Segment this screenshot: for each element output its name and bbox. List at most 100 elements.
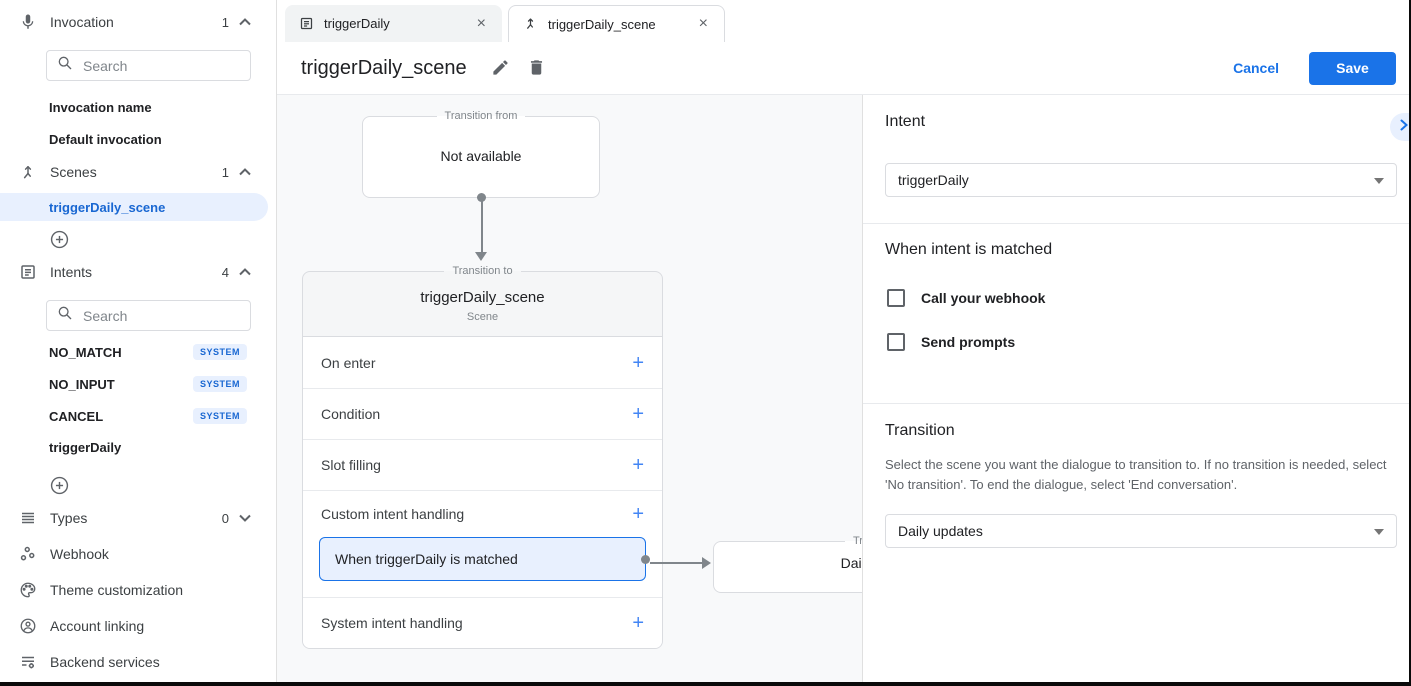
connector-dot <box>641 554 650 564</box>
arrowhead-down-icon <box>475 252 487 261</box>
transition-select[interactable]: Daily updates <box>885 514 1397 548</box>
matched-intent-chip[interactable]: When triggerDaily is matched <box>319 537 650 581</box>
custom-intent-handling-section: Custom intent handling + When triggerDai… <box>303 490 662 581</box>
row-slot-filling[interactable]: Slot filling + <box>303 439 662 490</box>
close-icon[interactable]: × <box>476 14 486 32</box>
sidebar-item-no-match[interactable]: NO_MATCH SYSTEM <box>49 344 247 360</box>
chevron-down-icon[interactable] <box>239 509 251 527</box>
row-system-intent-handling[interactable]: System intent handling + <box>303 597 662 648</box>
transition-from-node[interactable]: Transition from Not available <box>362 110 600 198</box>
delete-icon[interactable] <box>527 58 547 78</box>
add-system-intent-button[interactable]: + <box>632 612 644 634</box>
node-legend: Transition from <box>444 110 518 122</box>
sidebar: Invocation 1 Invocation name Default inv… <box>0 0 277 682</box>
row-condition[interactable]: Condition + <box>303 388 662 439</box>
page-title: triggerDaily_scene <box>301 56 467 79</box>
search-input[interactable] <box>83 57 223 74</box>
transition-target-node[interactable]: Transition to Daily updates <box>713 535 862 593</box>
row-on-enter[interactable]: On enter + <box>303 337 662 388</box>
chevron-up-icon[interactable] <box>239 13 251 31</box>
connector-line <box>480 199 483 253</box>
section-count: 0 <box>221 510 229 526</box>
webhook-icon <box>18 544 38 564</box>
matched-intent-label: When triggerDaily is matched <box>335 551 518 567</box>
checkbox-label: Send prompts <box>921 334 1016 350</box>
scene-icon <box>523 16 539 32</box>
call-webhook-checkbox-row[interactable]: Call your webhook <box>887 289 1045 307</box>
section-label: Intents <box>50 264 93 280</box>
checkbox-label: Call your webhook <box>921 290 1046 306</box>
sidebar-item-cancel[interactable]: CANCEL SYSTEM <box>49 408 247 424</box>
collapse-panel-button[interactable] <box>1390 113 1409 141</box>
invocation-search[interactable] <box>46 50 251 81</box>
intent-label: NO_INPUT <box>49 376 115 392</box>
scene-header: triggerDaily_scene Cancel Save <box>277 42 1409 95</box>
row-label: Slot filling <box>321 457 381 473</box>
sidebar-section-scenes[interactable]: Scenes 1 <box>0 158 277 186</box>
save-button[interactable]: Save <box>1309 51 1396 85</box>
sidebar-item-webhook[interactable]: Webhook <box>0 540 277 568</box>
checkbox-unchecked-icon[interactable] <box>887 289 905 307</box>
section-label: Scenes <box>50 164 97 180</box>
sidebar-section-invocation[interactable]: Invocation 1 <box>0 8 277 36</box>
sidebar-section-intents[interactable]: Intents 4 <box>0 258 277 286</box>
transition-description: Select the scene you want the dialogue t… <box>885 457 1387 492</box>
scene-node[interactable]: Transition to triggerDaily_scene Scene O… <box>302 265 663 649</box>
close-icon[interactable]: × <box>698 15 708 32</box>
search-icon <box>57 55 73 76</box>
sidebar-item-triggerdaily[interactable]: triggerDaily <box>49 440 247 455</box>
sidebar-section-types[interactable]: Types 0 <box>0 504 277 532</box>
chevron-up-icon[interactable] <box>239 163 251 181</box>
node-legend: Transition to <box>852 535 862 547</box>
intents-icon <box>18 262 38 282</box>
item-label: Account linking <box>50 618 145 634</box>
add-intent-button[interactable] <box>50 476 69 495</box>
tab-triggerdaily[interactable]: triggerDaily × <box>285 5 502 42</box>
node-legend: Transition to <box>452 265 513 277</box>
row-label: On enter <box>321 354 376 371</box>
scene-canvas[interactable]: Transition from Not available Transition… <box>277 95 862 682</box>
system-badge: SYSTEM <box>192 408 247 424</box>
system-badge: SYSTEM <box>192 344 247 360</box>
checkbox-unchecked-icon[interactable] <box>887 333 905 351</box>
item-label: Theme customization <box>50 582 184 598</box>
scene-node-rows: On enter + Condition + Slot filling + Cu… <box>303 337 662 648</box>
sidebar-item-triggerdaily-scene[interactable]: triggerDaily_scene <box>0 193 268 221</box>
arrowhead-right-icon <box>702 557 711 569</box>
scene-node-title: triggerDaily_scene <box>420 289 545 306</box>
section-label: Invocation <box>50 14 114 30</box>
section-count: 1 <box>221 14 229 30</box>
intent-select[interactable]: triggerDaily <box>885 163 1397 197</box>
header-actions: Cancel Save <box>1233 51 1396 85</box>
dropdown-caret-icon <box>1374 178 1384 184</box>
sidebar-item-no-input[interactable]: NO_INPUT SYSTEM <box>49 376 247 392</box>
add-custom-intent-button[interactable]: + <box>632 503 644 525</box>
chevron-up-icon[interactable] <box>239 263 251 281</box>
add-slot-filling-button[interactable]: + <box>632 454 644 476</box>
intent-icon <box>299 16 315 32</box>
search-input[interactable] <box>83 307 223 324</box>
tab-triggerdaily-scene[interactable]: triggerDaily_scene × <box>508 5 725 42</box>
intent-select-value: triggerDaily <box>898 172 969 188</box>
intents-search[interactable] <box>46 300 251 331</box>
scene-node-header: triggerDaily_scene Scene <box>303 277 662 337</box>
sidebar-item-backend-services[interactable]: Backend services <box>0 648 277 676</box>
mic-icon <box>18 12 38 32</box>
intent-detail-panel: Intent triggerDaily When intent is match… <box>862 95 1409 682</box>
sidebar-item-default-invocation[interactable]: Default invocation <box>49 132 162 147</box>
send-prompts-checkbox-row[interactable]: Send prompts <box>887 333 1015 351</box>
sidebar-item-invocation-name[interactable]: Invocation name <box>49 100 152 115</box>
sidebar-item-theme-customization[interactable]: Theme customization <box>0 576 277 604</box>
types-icon <box>18 508 38 528</box>
add-condition-button[interactable]: + <box>632 403 644 425</box>
tab-strip: triggerDaily × triggerDaily_scene × <box>277 0 1409 42</box>
edit-icon[interactable] <box>491 58 511 78</box>
section-count: 1 <box>221 164 229 180</box>
cancel-button[interactable]: Cancel <box>1233 60 1279 76</box>
add-scene-button[interactable] <box>50 230 69 249</box>
tab-label: triggerDaily_scene <box>548 16 656 32</box>
row-custom-intent-handling[interactable]: Custom intent handling + <box>303 491 662 537</box>
add-on-enter-button[interactable]: + <box>632 351 644 374</box>
sidebar-item-account-linking[interactable]: Account linking <box>0 612 277 640</box>
